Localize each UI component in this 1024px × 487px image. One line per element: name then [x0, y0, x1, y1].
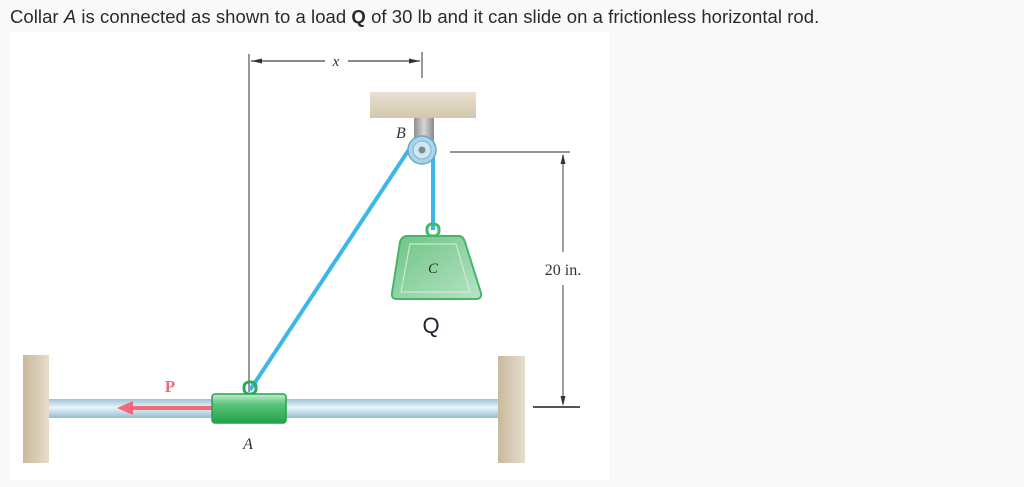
collar-symbol: A [63, 6, 77, 27]
force-arrow-p [117, 401, 214, 415]
collar-label: A [242, 436, 253, 453]
load-symbol: Q [351, 6, 366, 27]
prompt-text: is connected as shown to a load [76, 6, 352, 27]
mechanics-figure: x B C Q 20 in. [10, 32, 609, 480]
cable-ab [248, 146, 412, 392]
load-label: Q [422, 313, 439, 338]
prompt-text: of 30 lb and it can slide on a frictionl… [365, 6, 820, 27]
x-label: x [332, 54, 340, 70]
height-label: 20 in. [545, 262, 581, 279]
x-dimension: x [248, 52, 423, 392]
ceiling-support [370, 92, 476, 118]
weight-label: C [428, 261, 439, 277]
height-dimension: 20 in. [450, 151, 581, 408]
problem-statement: Collar A is connected as shown to a load… [10, 6, 819, 28]
pulley-b [407, 135, 437, 165]
pulley-label: B [396, 125, 406, 142]
weight-c [390, 222, 483, 300]
left-wall [23, 355, 49, 463]
prompt-text: Collar [10, 6, 64, 27]
right-wall [498, 356, 525, 463]
force-label: P [165, 377, 175, 396]
collar-a [211, 380, 287, 424]
